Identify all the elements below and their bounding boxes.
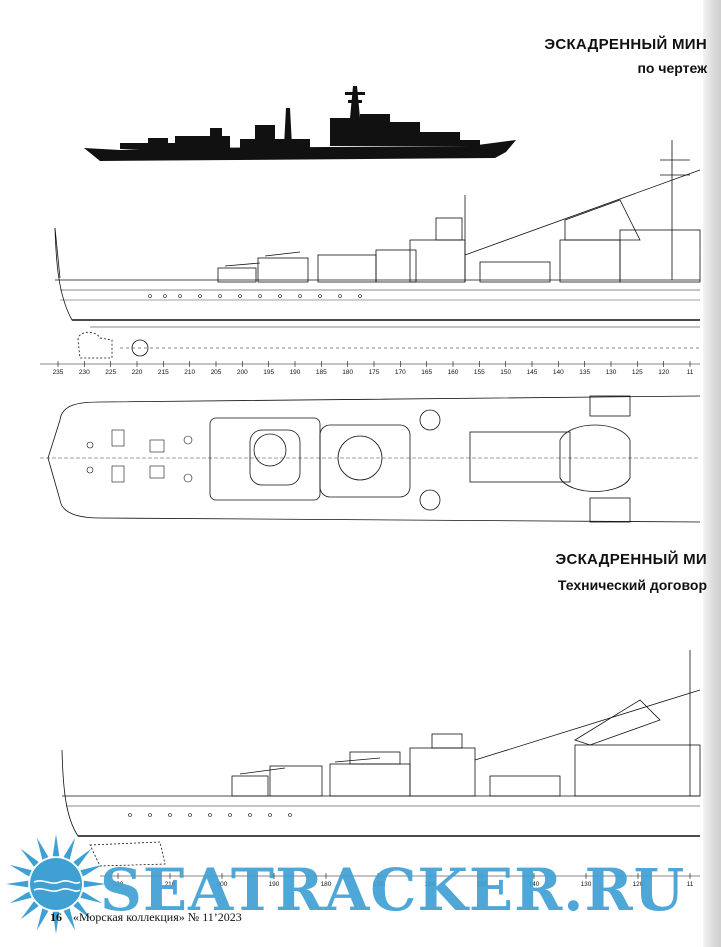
page-number: 16 (50, 910, 62, 924)
frame-scale-bottom: 220 210 200 190 180 170 160 150 140 130 120 11 (100, 873, 700, 888)
sun-ray (83, 880, 106, 888)
frame-number-label: 210 (165, 881, 176, 888)
sun-ray (73, 901, 92, 920)
frame-number-label: 11 (687, 369, 694, 376)
frame-number-label: 200 (217, 881, 228, 888)
frame-number-label: 165 (421, 369, 432, 376)
sun-ray (63, 837, 76, 860)
page-edge-shadow (703, 0, 721, 947)
page-footer: 16 «Морская коллекция» № 11’2023 (50, 910, 242, 925)
frame-number-label: 190 (290, 369, 301, 376)
frame-number-label: 120 (633, 881, 644, 888)
sun-ray (36, 908, 49, 931)
frame-number-label: 130 (606, 369, 617, 376)
frame-number-label: 220 (113, 881, 124, 888)
sun-ray (63, 908, 76, 931)
sun-ray (20, 848, 39, 867)
frame-scale-top: 235 230 225 220 215 210 205 200 195 190 185 180 175 1… (40, 361, 700, 376)
frame-number-label: 150 (500, 369, 511, 376)
frame-number-label: 180 (321, 881, 332, 888)
frame-number-label: 160 (448, 369, 459, 376)
sun-ray (80, 891, 103, 904)
frame-number-label: 125 (632, 369, 643, 376)
sun-ray (6, 880, 29, 888)
sun-ray (36, 837, 49, 860)
frame-number-label: 150 (477, 881, 488, 888)
bottom-drawing-subtitle: Технический договор (557, 577, 707, 593)
top-drawing-title: ЭСКАДРЕННЫЙ МИН (544, 36, 707, 53)
frame-number-label: 170 (395, 369, 406, 376)
frame-number-label: 200 (237, 369, 248, 376)
frame-number-label: 185 (316, 369, 327, 376)
sun-ray (20, 901, 39, 920)
magazine-issue: «Морская коллекция» № 11’2023 (73, 910, 242, 924)
frame-number-label: 160 (425, 881, 436, 888)
frame-number-label: 170 (373, 881, 384, 888)
frame-number-label: 11 (687, 881, 694, 888)
frame-number-label: 195 (263, 369, 274, 376)
frame-number-label: 130 (581, 881, 592, 888)
frame-number-label: 155 (474, 369, 485, 376)
ship-silhouette (84, 86, 516, 161)
watermark-text: SEATRACKER.RU (100, 856, 686, 924)
frame-number-label: 175 (369, 369, 380, 376)
frame-number-label: 205 (211, 369, 222, 376)
deck-plan-drawing (40, 395, 701, 523)
sun-logo-icon (6, 834, 106, 934)
frame-number-label: 225 (105, 369, 116, 376)
frame-number-label: 210 (184, 369, 195, 376)
top-drawing-subtitle: по чертеж (637, 60, 707, 76)
frame-number-label: 180 (342, 369, 353, 376)
sun-ray (80, 864, 103, 877)
sun-ray (73, 848, 92, 867)
frame-number-label: 140 (553, 369, 564, 376)
bottom-profile-drawing (61, 650, 701, 867)
sun-ray (9, 891, 32, 904)
sun-ray (52, 911, 60, 934)
top-profile-drawing (54, 140, 701, 359)
frame-number-label: 140 (529, 881, 540, 888)
frame-number-label: 235 (53, 369, 64, 376)
frame-number-label: 120 (658, 369, 669, 376)
frame-number-label: 190 (269, 881, 280, 888)
sun-ray (52, 834, 60, 857)
frame-number-label: 215 (158, 369, 169, 376)
frame-number-label: 220 (132, 369, 143, 376)
bottom-drawing-title: ЭСКАДРЕННЫЙ МИ (555, 551, 707, 568)
frame-number-label: 230 (79, 369, 90, 376)
frame-number-label: 135 (579, 369, 590, 376)
frame-number-label: 145 (527, 369, 538, 376)
sun-ray (9, 864, 32, 877)
